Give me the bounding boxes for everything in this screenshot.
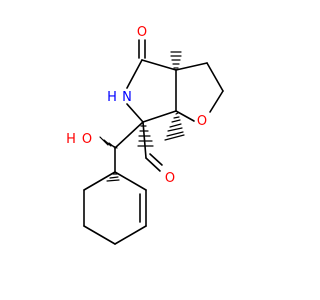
amide-hydrogen-label: H [107, 90, 117, 105]
bond-c6-choh [114, 121, 144, 149]
bond-o1-c6a [175, 110, 195, 122]
bond-c6-cho [142, 121, 147, 159]
hashed-h-ring [106, 173, 120, 182]
hashed-methyl-c6a [164, 112, 185, 141]
bond-c3-c2 [206, 62, 224, 92]
hydroxyl-oxygen-label: O [82, 132, 92, 147]
hydroxyl-hydrogen-label: H [66, 132, 76, 147]
hashed-hydroxyl-bond [99, 136, 118, 149]
bond-ring-c4-c5 [83, 225, 116, 245]
hashed-h-c3a [170, 51, 182, 69]
bond-ring-c6-c1 [83, 171, 116, 191]
bond-c3a-c3 [175, 62, 208, 71]
bond-c6-n [126, 103, 144, 123]
bond-ring-c1-c2 [114, 171, 147, 191]
bond-ring-c3-c4 [114, 225, 147, 245]
molecule-structure: O N H O H O O [66, 25, 224, 245]
bond-cho-o-a [145, 157, 161, 172]
bonds [83, 39, 224, 245]
bond-c6a-c6 [142, 110, 177, 123]
stereo-bonds [99, 51, 185, 182]
bond-c4-c3a [141, 59, 177, 71]
ring-oxygen-label: O [197, 114, 207, 129]
atom-labels: O N H O H O O [66, 25, 207, 186]
aldehyde-oxygen-label: O [165, 171, 175, 186]
ketone-oxygen-label: O [137, 25, 147, 40]
amide-nitrogen-label: N [122, 90, 132, 105]
bond-cho-o-b [149, 153, 163, 166]
hashed-aldehyde-bond [137, 125, 154, 147]
bond-n-c4 [126, 59, 143, 89]
bond-c2-o1 [209, 90, 224, 113]
